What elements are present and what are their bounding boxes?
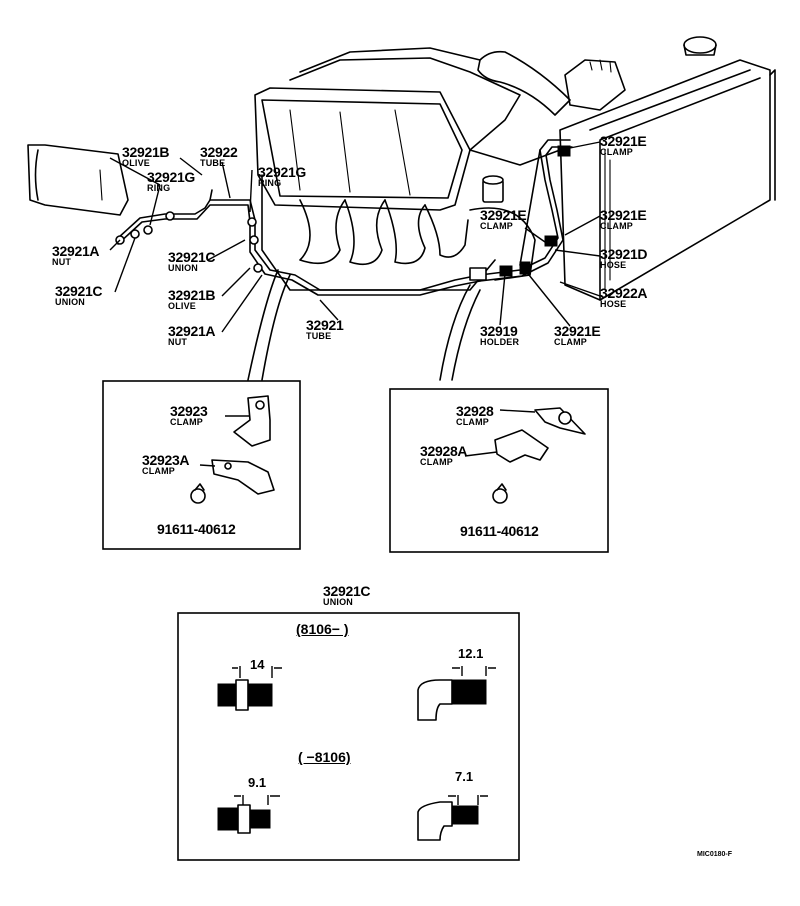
detail-right-clamp2: 32928A CLAMP (420, 443, 468, 467)
part-number: 32921B (168, 287, 216, 303)
transmission-outline (27, 144, 129, 216)
label-union-c-left: 32921C UNION (55, 283, 103, 307)
label-hose-a: 32922A HOSE (600, 285, 648, 309)
part-name: HOSE (600, 299, 627, 309)
part-name: NUT (52, 257, 72, 267)
detail-left-bolt: 91611-40612 (157, 521, 236, 537)
part-number: 32921 (306, 317, 344, 333)
part-name: RING (258, 178, 282, 188)
part-number: 32923A (142, 452, 190, 468)
detail-box-right (389, 388, 609, 553)
part-number: 32921C (323, 583, 371, 599)
part-name: CLAMP (480, 221, 513, 231)
dim-new-elbow: 12.1 (458, 646, 484, 661)
part-name: OLIVE (122, 158, 151, 168)
part-number: 32923 (170, 403, 208, 419)
part-number: 32921D (600, 246, 648, 262)
part-number: 32921A (52, 243, 100, 259)
part-name: TUBE (306, 331, 332, 341)
period-new: (8106− ) (296, 621, 349, 637)
detail-box-left (102, 380, 301, 550)
label-holder: 32919 HOLDER (480, 324, 519, 347)
leader-lines (109, 141, 601, 333)
label-ring-g-mid: 32921G RING (258, 165, 306, 188)
dim-new-straight: 14 (250, 657, 265, 672)
part-number: 32928A (420, 443, 468, 459)
part-number: 32921G (258, 164, 307, 180)
part-number: 32921C (168, 249, 216, 265)
label-olive-b-mid: 32921B OLIVE (168, 287, 216, 311)
label-clamp-e-left: 32921E CLAMP (480, 207, 527, 231)
label-olive-b-top: 32921B OLIVE (122, 144, 170, 168)
part-name: CLAMP (456, 417, 489, 427)
part-number: 32921E (600, 207, 647, 223)
part-name: RING (147, 183, 171, 193)
part-name: UNION (55, 297, 85, 307)
part-name: NUT (168, 337, 188, 347)
part-name: CLAMP (554, 337, 587, 347)
part-number: 32921B (122, 144, 170, 160)
drawing-code: MIC0180-F (697, 851, 733, 858)
period-old: ( −8106) (298, 749, 351, 765)
part-number: 32921E (480, 207, 527, 223)
detail-right-bolt: 91611-40612 (460, 523, 539, 539)
label-tube-main: 32921 TUBE (306, 317, 344, 341)
label-clamp-e-bottom: 32921E CLAMP (554, 323, 601, 347)
label-union-c-mid: 32921C UNION (168, 249, 216, 273)
label-ring-g-left: 32921G RING (147, 170, 195, 193)
part-name: HOSE (600, 260, 627, 270)
part-number: 32919 (480, 323, 518, 339)
label-tube-top: 32922 TUBE (200, 144, 238, 168)
part-number: 32921E (554, 323, 601, 339)
label-clamp-e-top: 32921E CLAMP (600, 133, 647, 157)
engine-block (254, 36, 776, 301)
part-name: CLAMP (420, 457, 453, 467)
part-name: UNION (168, 263, 198, 273)
part-name: OLIVE (168, 301, 197, 311)
part-name: CLAMP (142, 466, 175, 476)
union-detail-box (177, 612, 520, 861)
union-detail-title: 32921C UNION (323, 583, 371, 607)
part-name: HOLDER (480, 337, 520, 347)
part-name: CLAMP (600, 221, 633, 231)
part-name: CLAMP (170, 417, 203, 427)
label-nut-a-mid: 32921A NUT (168, 323, 216, 347)
cooler-lines (115, 139, 573, 381)
part-number: 32921E (600, 133, 647, 149)
part-name: CLAMP (600, 147, 633, 157)
detail-left-clamp2: 32923A CLAMP (142, 452, 190, 476)
dim-old-elbow: 7.1 (455, 769, 474, 784)
part-number: 32921A (168, 323, 216, 339)
part-number: 32922 (200, 144, 238, 160)
part-number: 32922A (600, 285, 648, 301)
part-number: 32921C (55, 283, 103, 299)
detail-left-clamp1: 32923 CLAMP (170, 403, 208, 427)
part-name: UNION (323, 597, 353, 607)
label-hose-d: 32921D HOSE (600, 246, 648, 270)
part-name: TUBE (200, 158, 226, 168)
part-number: 32928 (456, 403, 494, 419)
detail-right-clamp1: 32928 CLAMP (456, 403, 494, 427)
dim-old-straight: 9.1 (248, 775, 267, 790)
label-clamp-e-right: 32921E CLAMP (600, 207, 647, 231)
label-nut-a-left: 32921A NUT (52, 243, 100, 267)
part-number: 32921G (147, 169, 196, 185)
